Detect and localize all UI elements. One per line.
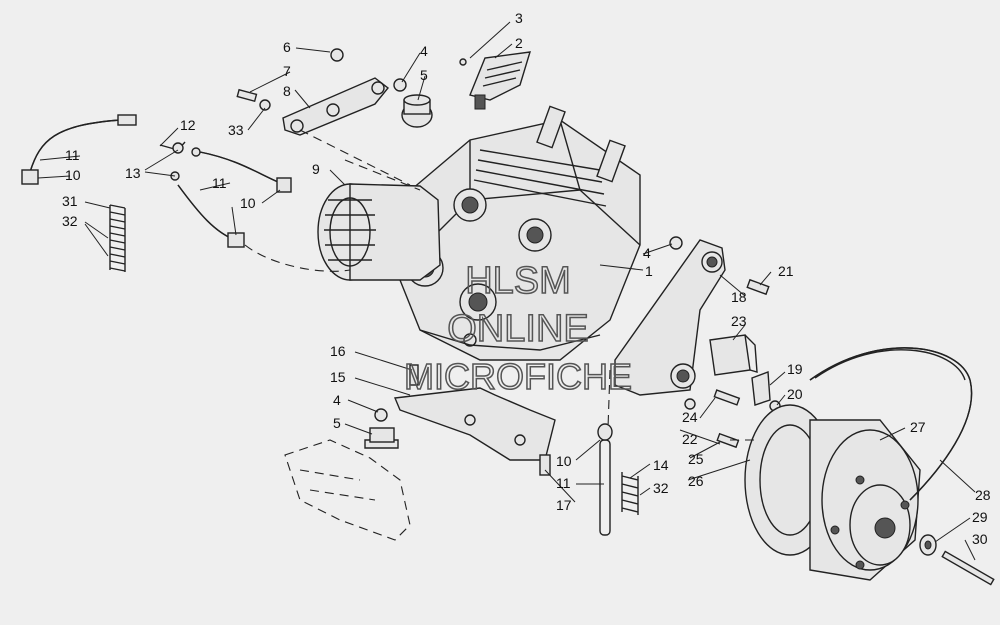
callout-21: 21 <box>778 263 794 279</box>
callout-11-left: 11 <box>65 147 80 163</box>
callout-4-top: 4 <box>420 43 428 59</box>
engine-mount-bracket-top[interactable] <box>236 48 389 136</box>
clutch-washer[interactable] <box>919 534 937 556</box>
module-bracket[interactable] <box>751 371 781 412</box>
callout-15: 15 <box>330 369 346 385</box>
callout-32-bottom: 32 <box>653 480 669 496</box>
watermark: HLSM ONLINE MICROFICHE <box>403 259 633 398</box>
callout-5-top: 5 <box>420 67 428 83</box>
callout-8: 8 <box>283 83 291 99</box>
callout-16: 16 <box>330 343 346 359</box>
leader-lines <box>37 21 976 561</box>
callout-23: 23 <box>731 313 747 329</box>
fuel-line-left[interactable] <box>21 114 137 185</box>
callout-11-mid: 11 <box>212 175 227 191</box>
chassis-outline <box>284 439 411 541</box>
callout-27: 27 <box>910 419 926 435</box>
drive-clutch[interactable] <box>744 404 921 581</box>
assembly-lines <box>244 129 760 441</box>
spring-bottom[interactable] <box>621 472 639 515</box>
starter-handle[interactable] <box>459 51 531 110</box>
callout-7: 7 <box>283 63 291 79</box>
callout-33: 33 <box>228 122 244 138</box>
watermark-line-2: ONLINE <box>447 308 588 350</box>
callout-17: 17 <box>556 497 572 513</box>
callout-9: 9 <box>312 161 320 177</box>
callout-19: 19 <box>787 361 803 377</box>
callout-10-mid: 10 <box>240 195 256 211</box>
callout-4-right: 4 <box>643 245 651 261</box>
engine-mount-top[interactable] <box>393 78 433 128</box>
callout-22: 22 <box>682 431 698 447</box>
callout-20: 20 <box>787 386 803 402</box>
recoil-housing[interactable] <box>317 183 441 281</box>
bolt-set[interactable] <box>684 389 995 586</box>
callout-10-left: 10 <box>65 167 81 183</box>
callout-14: 14 <box>653 457 669 473</box>
callout-26: 26 <box>688 473 704 489</box>
callout-30: 30 <box>972 531 988 547</box>
callout-12: 12 <box>180 117 196 133</box>
callout-2: 2 <box>515 35 523 51</box>
fuel-line-t-fitting[interactable] <box>159 141 201 181</box>
callout-labels: 3 2 6 4 7 5 8 33 12 11 13 10 11 9 31 10 … <box>62 10 991 547</box>
fuel-line-right[interactable] <box>177 151 292 248</box>
spring-left[interactable] <box>109 204 126 272</box>
callout-5-bottom: 5 <box>333 415 341 431</box>
callout-28: 28 <box>975 487 991 503</box>
callout-10-bottom: 10 <box>556 453 572 469</box>
engine-mount-bottom[interactable] <box>364 408 399 449</box>
rear-mount-bracket[interactable] <box>614 236 770 396</box>
callout-18: 18 <box>731 289 747 305</box>
callout-1: 1 <box>645 263 653 279</box>
callout-6: 6 <box>283 39 291 55</box>
callout-4-bottom: 4 <box>333 392 341 408</box>
drive-belt[interactable] <box>809 347 973 501</box>
lower-mount-plate[interactable] <box>393 364 556 476</box>
callout-11-bottom: 11 <box>556 475 571 491</box>
fuel-line-bottom[interactable] <box>597 423 613 536</box>
callout-29: 29 <box>972 509 988 525</box>
electrical-module[interactable] <box>709 334 758 376</box>
callout-13: 13 <box>125 165 141 181</box>
watermark-line-1: HLSM <box>465 260 571 302</box>
watermark-line-3: MICROFICHE <box>404 356 632 397</box>
callout-25: 25 <box>688 451 704 467</box>
callout-24: 24 <box>682 409 698 425</box>
callout-3: 3 <box>515 10 523 26</box>
callout-32-left: 32 <box>62 213 78 229</box>
callout-31: 31 <box>62 193 78 209</box>
